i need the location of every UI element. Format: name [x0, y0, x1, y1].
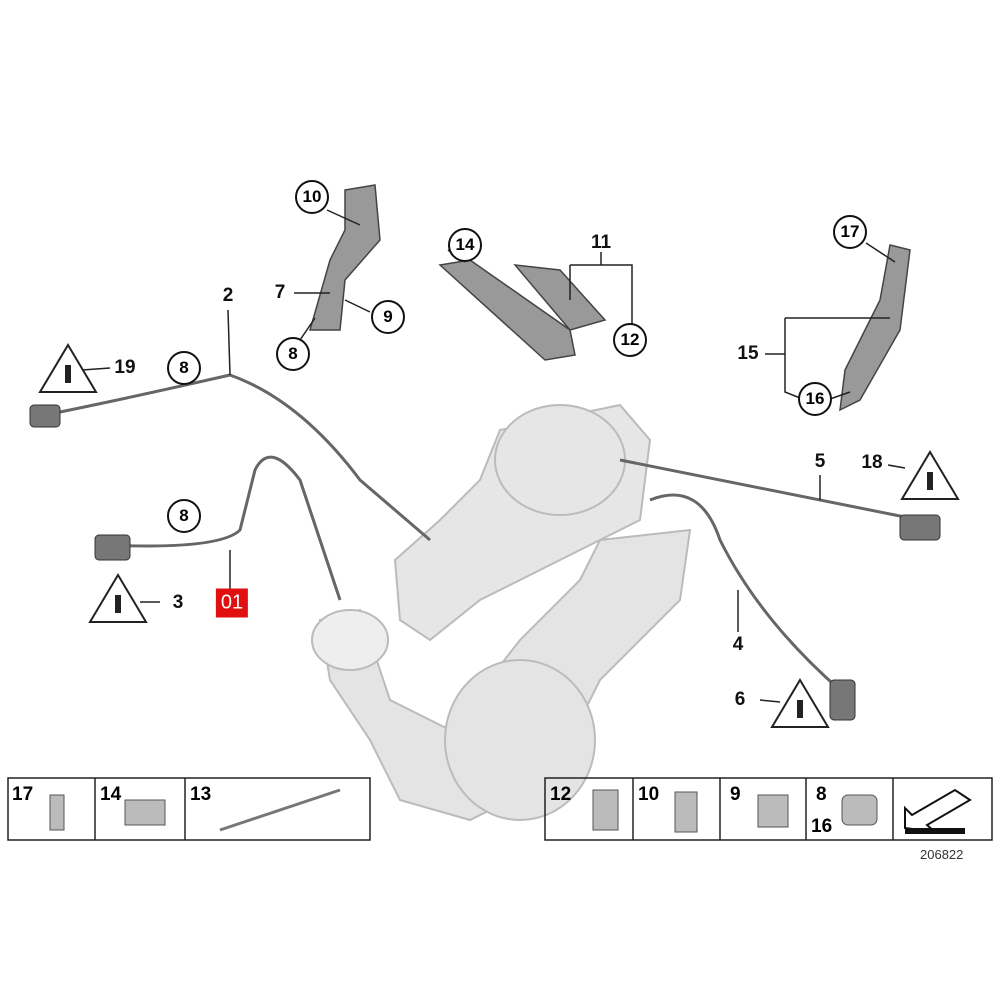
leader-lines — [81, 209, 906, 703]
callout-17: 17 — [833, 215, 867, 249]
label-7: 7 — [274, 282, 286, 303]
table-cell-12: 12 — [550, 784, 572, 805]
catalytic-converter-lower — [311, 528, 692, 822]
label-18: 18 — [861, 452, 883, 473]
label-19: 19 — [114, 357, 136, 378]
highlighted-part-label: 01 — [215, 588, 249, 618]
direction-arrow-icon — [904, 788, 972, 834]
catalytic-converter-upper — [393, 403, 652, 642]
table-cell-10: 10 — [638, 784, 660, 805]
parts-table-frames — [7, 777, 993, 841]
callout-8: 8 — [276, 337, 310, 371]
label-11: 11 — [590, 232, 612, 253]
label-2: 2 — [222, 285, 234, 306]
table-cell-14: 14 — [100, 784, 122, 805]
table-cell-16: 16 — [811, 816, 833, 837]
brackets — [309, 184, 911, 412]
callout-8: 8 — [167, 499, 201, 533]
callout-12: 12 — [613, 323, 647, 357]
label-15: 15 — [737, 343, 759, 364]
oxygen-sensor-cables — [44, 373, 921, 692]
callout-16: 16 — [798, 382, 832, 416]
sensor-connectors — [29, 404, 941, 721]
callout-9: 9 — [371, 300, 405, 334]
callout-10: 10 — [295, 180, 329, 214]
callout-14: 14 — [448, 228, 482, 262]
small-part-icons — [49, 788, 878, 833]
label-4: 4 — [732, 634, 744, 655]
table-cell-9: 9 — [730, 784, 741, 805]
table-cell-17: 17 — [12, 784, 34, 805]
diagram-reference-number: 206822 — [920, 847, 964, 862]
callout-8: 8 — [167, 351, 201, 385]
table-cell-13: 13 — [190, 784, 212, 805]
label-5: 5 — [814, 451, 826, 472]
label-6: 6 — [734, 689, 746, 710]
label-3: 3 — [172, 592, 184, 613]
table-cell-8: 8 — [816, 784, 827, 805]
